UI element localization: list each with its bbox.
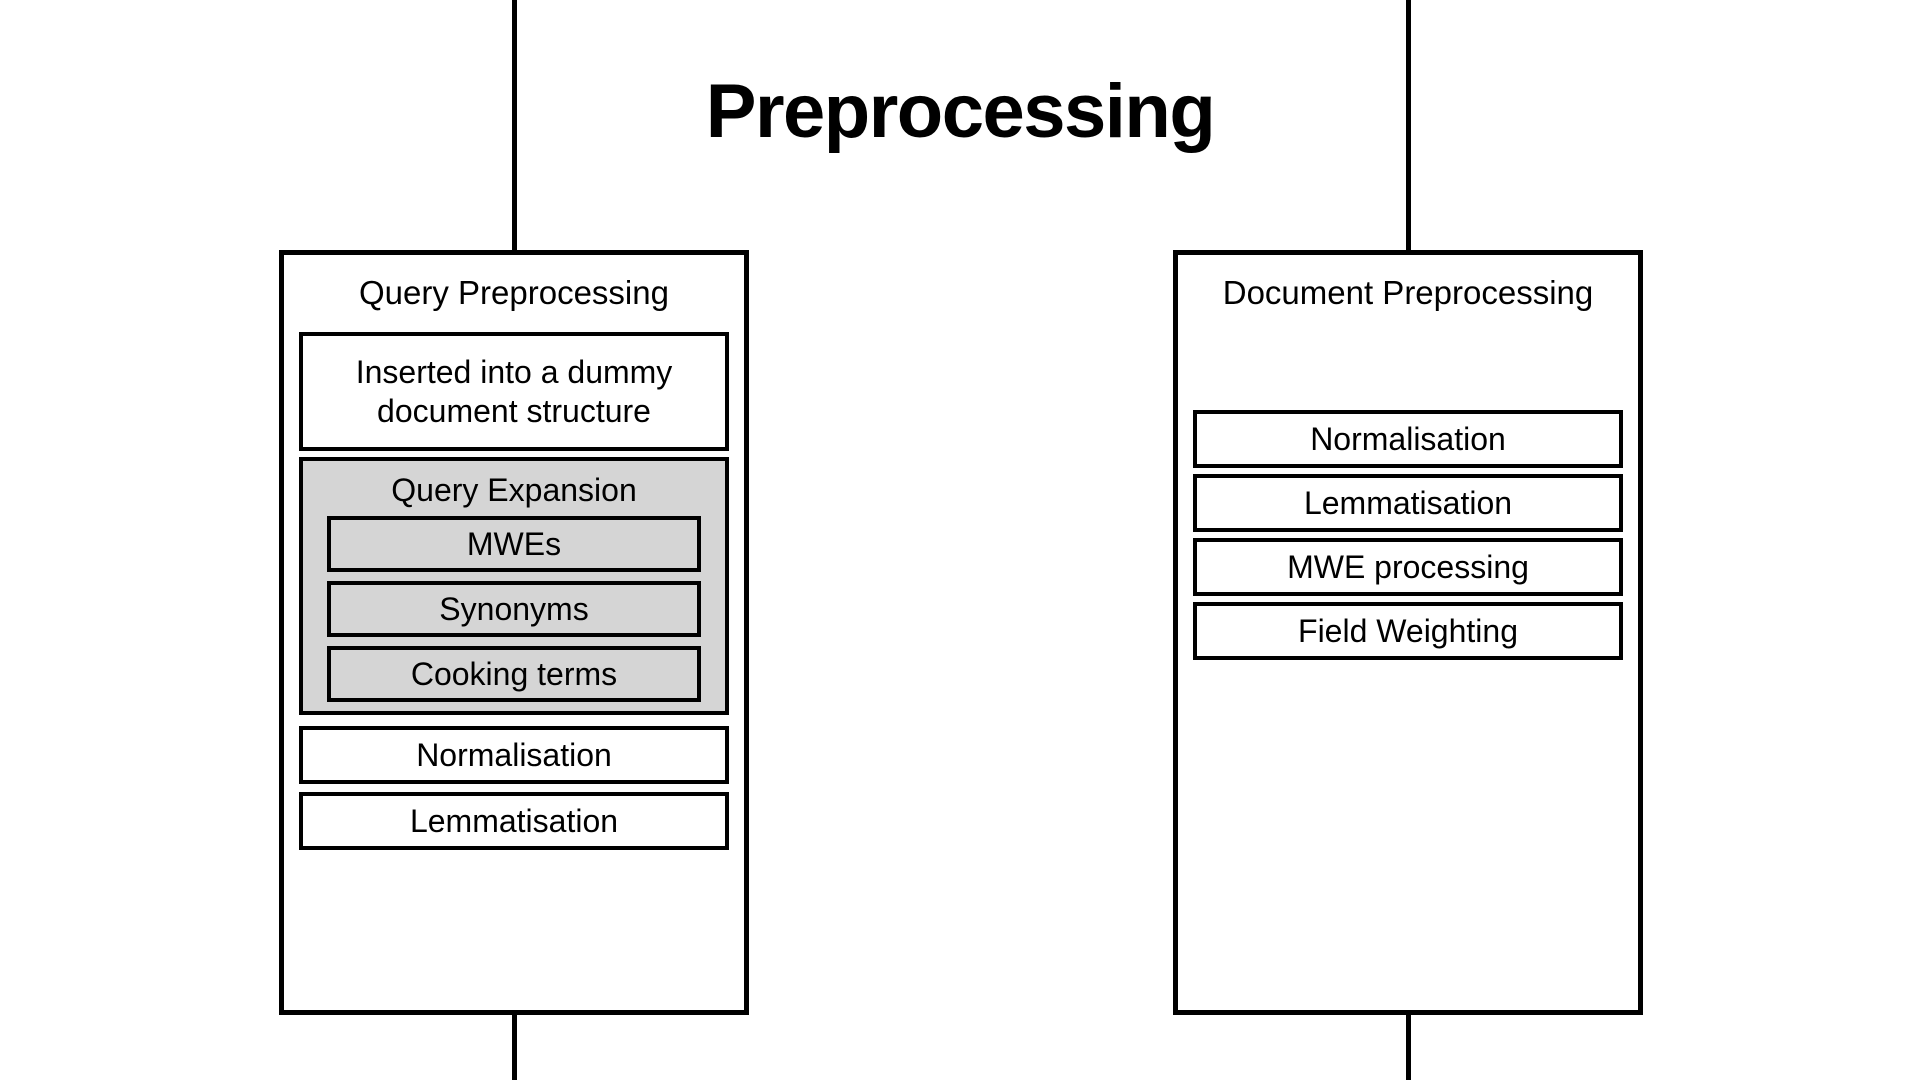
step-box-document-field-weighting[interactable]: Field Weighting (1193, 602, 1623, 660)
connector-line-query-top (512, 0, 517, 253)
step-box-synonyms[interactable]: Synonyms (327, 581, 701, 637)
step-box-document-normalisation[interactable]: Normalisation (1193, 410, 1623, 468)
step-box-cooking-terms[interactable]: Cooking terms (327, 646, 701, 702)
panel-title-query-preprocessing: Query Preprocessing (359, 274, 669, 311)
document-step-stack: Normalisation Lemmatisation MWE processi… (1193, 410, 1623, 660)
step-box-mwes[interactable]: MWEs (327, 516, 701, 572)
panel-title-document-preprocessing: Document Preprocessing (1222, 274, 1594, 311)
connector-line-document-top (1406, 0, 1411, 253)
connector-line-query-bottom (512, 1011, 517, 1080)
query-tail-step-stack: Normalisation Lemmatisation (299, 726, 729, 850)
connector-line-document-bottom (1406, 1011, 1411, 1080)
panel-document-preprocessing: Document Preprocessing Normalisation Lem… (1173, 250, 1643, 1015)
step-box-query-normalisation[interactable]: Normalisation (299, 726, 729, 784)
query-step-stack: Inserted into a dummy document structure… (299, 332, 729, 850)
panel-query-preprocessing: Query Preprocessing Inserted into a dumm… (279, 250, 749, 1015)
group-query-expansion[interactable]: Query Expansion MWEs Synonyms Cooking te… (299, 457, 729, 715)
query-expansion-item-stack: MWEs Synonyms Cooking terms (327, 516, 701, 702)
page-title: Preprocessing (705, 69, 1216, 154)
step-box-document-lemmatisation[interactable]: Lemmatisation (1193, 474, 1623, 532)
step-box-dummy-structure[interactable]: Inserted into a dummy document structure (299, 332, 729, 451)
group-title-query-expansion: Query Expansion (391, 472, 637, 508)
step-box-query-lemmatisation[interactable]: Lemmatisation (299, 792, 729, 850)
step-box-document-mwe-processing[interactable]: MWE processing (1193, 538, 1623, 596)
